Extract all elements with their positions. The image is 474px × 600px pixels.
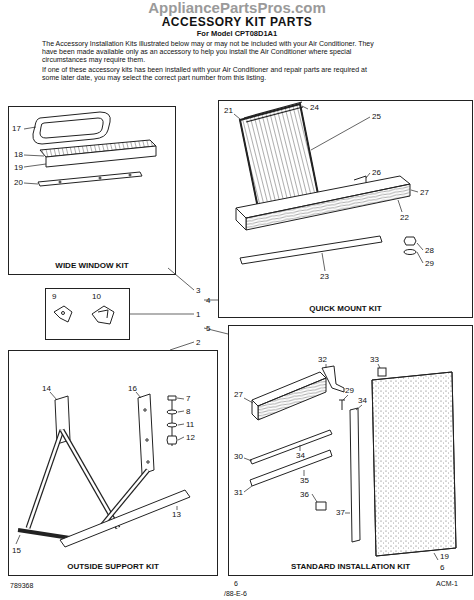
callout-number: 2 [196, 338, 200, 347]
callout-number: 34 [358, 396, 367, 405]
callout-number: 1 [196, 310, 200, 319]
callout-number: 31 [234, 488, 243, 497]
wide-window-parts [24, 112, 156, 186]
callout-number: 26 [372, 168, 381, 177]
callout-number: 17 [12, 124, 21, 133]
kit-box: WIDE WINDOW KIT [8, 106, 176, 275]
footer-text: 6 [234, 580, 238, 588]
page-title: ACCESSORY KIT PARTS [0, 15, 474, 29]
clip-box: 9 10 [45, 288, 130, 340]
kit-box: STANDARD INSTALLATION KIT [228, 325, 473, 576]
kit-leaders [130, 268, 228, 350]
callout-number: 3 [196, 286, 200, 295]
kit-name: STANDARD INSTALLATION KIT [229, 562, 472, 571]
callout-number: 27 [420, 188, 429, 197]
callout-number: 9 [52, 292, 56, 301]
callout-number: 19 [14, 163, 23, 172]
kit-name: WIDE WINDOW KIT [9, 261, 175, 270]
callout-number: 15 [12, 546, 21, 555]
callout-number: 6 [440, 563, 444, 572]
callout-number: 11 [186, 420, 194, 429]
note-text: If one of these accessory kits has been … [42, 66, 377, 82]
callout-number: 5 [206, 324, 210, 333]
callout-number: 21 [224, 106, 233, 115]
kit-box: OUTSIDE SUPPORT KIT [8, 350, 218, 576]
callout-number: 28 [425, 246, 434, 255]
callout-number: 25 [372, 112, 381, 121]
callout-number: 22 [400, 213, 409, 222]
callout-number: 34 [296, 451, 305, 460]
footer-text: /88-E-6 [224, 590, 247, 598]
callout-number: 4 [206, 296, 210, 305]
callout-number: 37 [336, 508, 345, 517]
callout-number: 36 [300, 490, 309, 499]
model-number: For Model CPT08D1A1 [0, 29, 474, 38]
kit-name: QUICK MOUNT KIT [219, 304, 472, 313]
callout-number: 35 [300, 476, 309, 485]
callout-number: 23 [320, 272, 329, 281]
callout-number: 20 [14, 178, 23, 187]
kit-box: QUICK MOUNT KIT [218, 100, 473, 318]
footer-text: ACM-1 [436, 580, 458, 588]
outside-support-parts [16, 392, 190, 547]
standard-install-parts [244, 364, 456, 560]
quick-mount-leaders [234, 106, 423, 271]
note-text: The Accessory Installation Kits illustra… [42, 40, 377, 64]
callout-number: 18 [14, 150, 23, 159]
footer-text: 789368 [10, 582, 33, 590]
callout-number: 27 [234, 390, 243, 399]
callout-number: 10 [92, 292, 101, 301]
callout-number: 33 [370, 355, 379, 364]
callout-number: 29 [345, 386, 354, 395]
clip-parts [54, 306, 114, 324]
callout-number: 16 [128, 384, 137, 393]
callout-number: 29 [425, 259, 434, 268]
callout-number: 13 [172, 510, 181, 519]
callout-number: 14 [42, 384, 51, 393]
callout-number: 8 [186, 407, 190, 416]
callout-number: 30 [234, 452, 243, 461]
callout-number: 19 [440, 552, 449, 561]
callout-number: 12 [186, 433, 195, 442]
kit-name: OUTSIDE SUPPORT KIT [9, 562, 217, 571]
watermark: AppliancePartsPros.com [0, 0, 474, 16]
quick-mount-parts [236, 102, 416, 264]
callout-number: 24 [310, 103, 319, 112]
callout-number: 7 [186, 394, 190, 403]
callout-number: 32 [318, 355, 327, 364]
